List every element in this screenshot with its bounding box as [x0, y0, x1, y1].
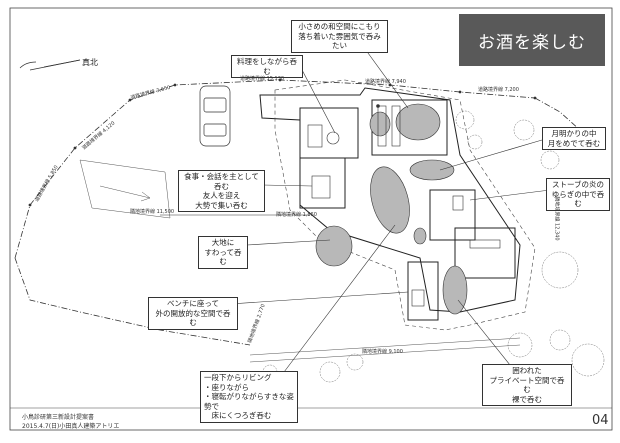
page-title: お酒を楽しむ [459, 14, 605, 66]
callout-ryori: 料理をしながら呑む [231, 55, 303, 78]
boundary-label: 隣地境界線 11,500 [130, 209, 175, 215]
footer-info: 小鳥診研第三新設計提案書 2015.4.7(日)小田真人建築アトリエ [22, 413, 119, 431]
callout-kakomare: 囲われた プライベート空間で呑む 裸で呑む [482, 364, 572, 406]
footer-line: 小鳥診研第三新設計提案書 [22, 414, 95, 421]
bottom-road [249, 337, 521, 363]
boundary-label: 隣地境界線 1,860 [276, 212, 317, 218]
boundary-label: 隣地境界線 12,340 [553, 196, 560, 241]
footer-line: 2015.4.7(日)小田真人建築アトリエ [22, 423, 120, 430]
boundary-label: 道路境界線 7,940 [365, 79, 406, 85]
roof-outline [274, 79, 536, 331]
page-number: 04 [592, 413, 609, 428]
callout-stove: ストーブの炎の ゆらぎの中で呑む [546, 178, 610, 211]
site-boundary [14, 79, 601, 346]
boundary-label: 道路境界線 15,130 [240, 76, 285, 82]
furniture [307, 104, 501, 307]
boundary-markers [28, 78, 537, 207]
tree-icons [262, 110, 605, 383]
north-label: 真北 [82, 58, 98, 67]
callout-washitsu: 小さめの和空間にこもり 落ち着いた雰囲気で呑みたい [291, 20, 388, 53]
sheet-border [9, 7, 613, 431]
callout-ichidan: 一段下からリビング ・座りながら ・寝転がりながらすきな姿勢で 床にくつろぎ呑む [200, 371, 298, 423]
north-arrow-icon [19, 59, 81, 71]
drinking-spots [315, 103, 468, 315]
boundary-label: 隣地境界線 9,100 [362, 349, 403, 355]
callout-bench: ベンチに座って 外の開放的な空間で呑む [148, 297, 238, 330]
boundary-label: 道路境界線 7,200 [478, 87, 519, 93]
car-icon [199, 85, 231, 147]
leader-lines [214, 41, 551, 381]
callout-daichi: 大地に すわって呑む [198, 236, 248, 269]
approach-slope [79, 159, 171, 219]
callout-shokuji: 食事・会話を主として呑む 友人を迎え 大勢で集い呑む [178, 170, 265, 212]
callout-tsukiakari: 月明かりの中 月をめでて呑む [542, 127, 606, 150]
